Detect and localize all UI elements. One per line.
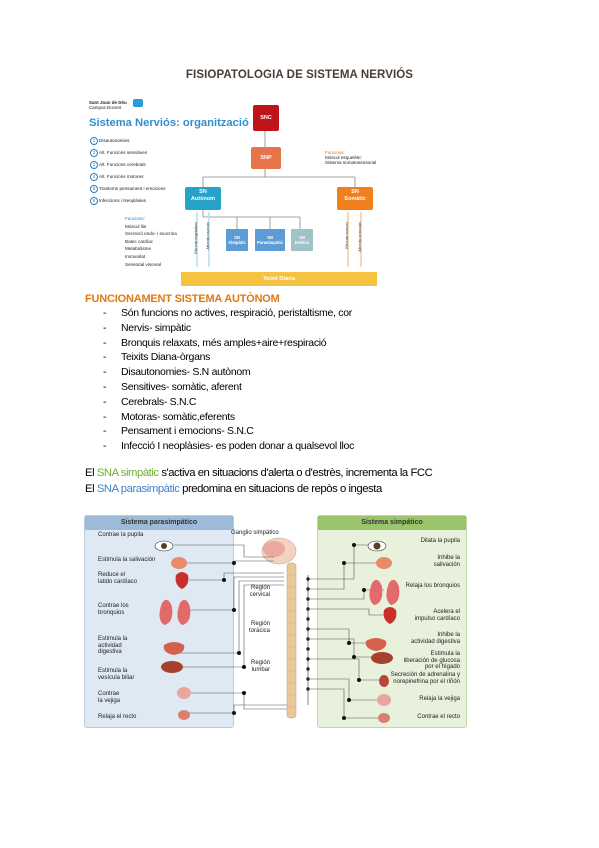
organization-slide: Sant Joan de Déu Campus Docent Sistema N… — [85, 97, 385, 293]
simp-label: Acelera el impulso cardíaco — [414, 609, 460, 622]
teixit-diana-box: Teixit Diana — [181, 272, 377, 286]
section-heading: FUNCIONAMENT SISTEMA AUTÒNOM — [85, 293, 280, 305]
sn-autonom-box: SN Autònom — [185, 187, 221, 210]
simp-label: Secreción de adrenalina y norepinefrina … — [390, 672, 460, 685]
list-item: Trastorns pensament i emocions — [99, 186, 166, 191]
para-label: Contrae la vejiga — [98, 691, 121, 704]
region-toracica-label: Región torácica — [248, 621, 270, 634]
autonomic-figure: Sistema parasimpático Sistema simpático — [84, 515, 474, 728]
list-item: Alt. Funcions motores — [99, 174, 144, 179]
number-badge: 6 — [90, 197, 98, 205]
region-cervical-label: Región cervical — [249, 585, 270, 598]
bullet-dash: - — [103, 395, 107, 408]
term-sna-simpatic: SNA simpàtic — [96, 467, 159, 479]
para-label: Contrae la pupila — [98, 532, 144, 538]
document-title: FISIOPATOLOGIA DE SISTEMA NERVIÓS — [185, 69, 414, 81]
simp-label: Relaja los bronquios — [405, 583, 460, 589]
bullet-dash: - — [103, 440, 107, 453]
funcion-item: Sensorial visceral — [125, 261, 161, 267]
para-label: Relaja el recto — [98, 714, 137, 720]
ganglio-label: Ganglio simpático — [231, 530, 279, 536]
funcion-item: Metabolisme — [125, 246, 152, 252]
para-label: Estimula la vesícula biliar — [98, 668, 135, 681]
panel-title: Sistema parasimpático — [85, 516, 233, 530]
region-lumbar-label: Región lumbar — [250, 660, 270, 673]
bullet-dash: - — [103, 351, 107, 364]
simp-label: Contrae el recto — [417, 714, 460, 720]
funcions-autonom: Funcions: Múscul llis Secreció endo- i e… — [125, 215, 177, 268]
figure-drawing — [154, 537, 400, 723]
simp-label: Estimula la liberación de glucosa por el… — [403, 651, 460, 671]
para-label: Reduce el latido cardíaco — [98, 572, 138, 585]
para-label: Contrae los bronquios — [98, 603, 129, 616]
list-item: Alt. Funcions cerebrals — [99, 162, 146, 167]
paragraph-parasimpatic: El SNA parasimpàtic predomina en situaci… — [85, 483, 382, 495]
funcion-item: Múscul llis — [125, 223, 147, 229]
number-badge: 2 — [90, 149, 98, 157]
bullet-dash: - — [103, 366, 107, 379]
simp-label: Relaja la vejiga — [419, 696, 460, 702]
paragraph-simpatic: El SNA simpàtic s'activa en situacions d… — [85, 467, 433, 479]
arrow-label: Eferents vegetatives — [194, 222, 198, 254]
bullet-dash: - — [103, 321, 107, 334]
simp-label: Inhibe la salivación — [433, 555, 460, 568]
logo: Sant Joan de Déu Campus Docent — [89, 100, 127, 110]
bullet-dash: - — [103, 410, 107, 423]
list-item: Alt. Funcions sensitives — [99, 150, 147, 155]
funcion-item: Sistema somatosensorial — [325, 160, 377, 165]
parasympathetic-panel: Sistema parasimpático — [84, 515, 234, 728]
term-sna-parasimpatic: SNA parasimpàtic — [96, 483, 180, 495]
funcion-item: Batec cardíac — [125, 238, 154, 244]
slide-title: Sistema Nerviós: organització — [89, 117, 249, 129]
arrow-label: Aferents viscerals — [206, 222, 210, 250]
sn-simpatic-box: SN Simpàtic — [226, 229, 248, 251]
arrow-label: Eferents motores — [345, 222, 349, 249]
funcion-item: Secreció endo- i exocrina — [125, 231, 177, 237]
bullet-dash: - — [103, 380, 107, 393]
sn-enteric-box: SN Entèric — [291, 229, 313, 251]
list-item: Infeccions i Neoplàsies — [99, 198, 146, 203]
panel-title: Sistema simpático — [318, 516, 466, 530]
funcion-item: Immunitat — [125, 253, 146, 259]
bullet-dash: - — [103, 425, 107, 438]
sn-somatic-box: SN Somàtic — [337, 187, 373, 210]
simp-label: Dilata la pupila — [420, 538, 460, 544]
snc-box: SNC — [253, 105, 279, 131]
number-badge: 5 — [90, 185, 98, 193]
funcions-title: Funcions: — [125, 216, 145, 221]
bullet-dash: - — [103, 336, 107, 349]
number-badge: 1 — [90, 137, 98, 145]
logo-icon — [133, 99, 143, 107]
logo-line1: Sant Joan de Déu — [89, 100, 127, 105]
number-badge: 3 — [90, 161, 98, 169]
para-label: Estimula la actividad digestiva — [98, 636, 128, 656]
para-label: Estimula la salivación — [98, 557, 156, 563]
funcions-somatic: Funcions: Múscul esquelètic Sistema soma… — [325, 150, 376, 165]
bullet-dash: - — [103, 307, 107, 319]
arrow-label: Aferents sensorials — [358, 222, 362, 252]
simp-label: Inhibe la actividad digestiva — [410, 632, 460, 645]
snp-box: SNP — [251, 147, 281, 169]
number-badge: 4 — [90, 173, 98, 181]
logo-line2: Campus Docent — [89, 105, 122, 110]
funcions-title: Funcions: — [325, 150, 345, 155]
hierarchy-connectors — [196, 131, 362, 267]
funcion-item: Múscul esquelètic — [325, 155, 362, 160]
sn-parasimpatic-box: SN Parasimpàtic — [255, 229, 285, 251]
list-item: Disautonomies — [99, 138, 130, 143]
